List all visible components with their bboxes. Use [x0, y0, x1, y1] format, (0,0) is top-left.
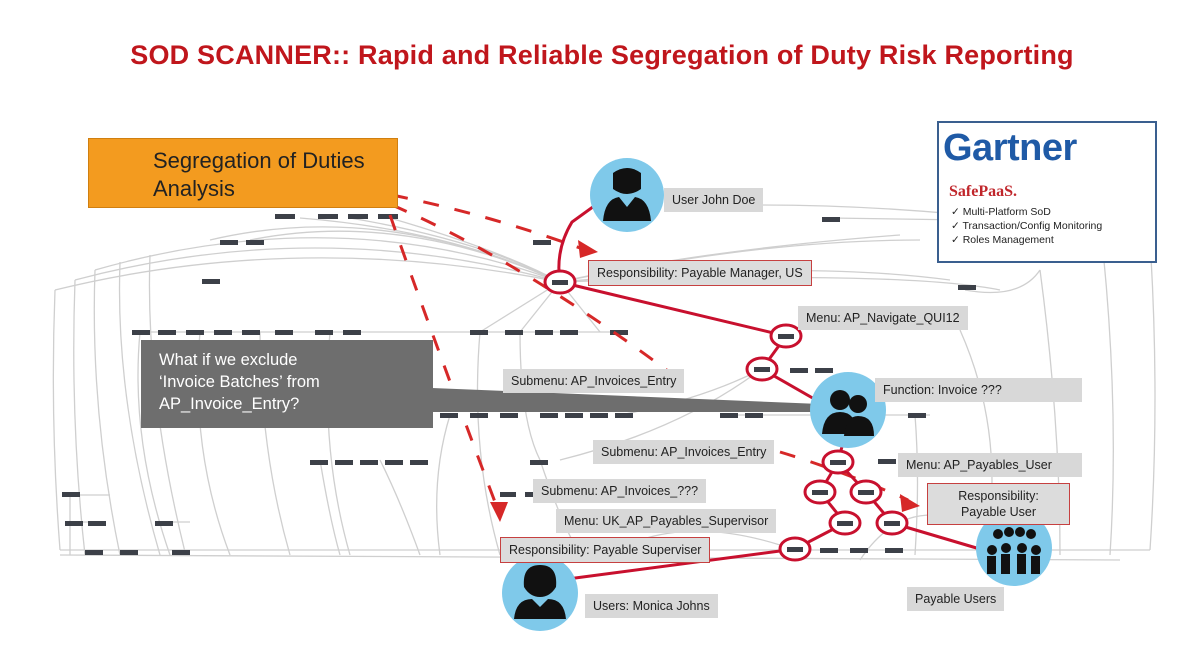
label-submenu-invoices-entry-2: Submenu: AP_Invoices_Entry	[593, 440, 775, 464]
user-female-icon	[502, 555, 578, 631]
label-menu-navigate: Menu: AP_Navigate_QUI12	[798, 306, 968, 330]
label-responsibility-payable-supervisor: Responsibility: Payable Superviser	[500, 537, 711, 563]
users-pair-icon	[810, 372, 886, 448]
what-if-callout: What if we exclude ‘Invoice Batches’ fro…	[141, 340, 433, 428]
gartner-safepaas-panel: Gartner SafePaaS. Multi-Platform SoD Tra…	[937, 121, 1157, 263]
safepaas-logo: SafePaaS.	[949, 183, 1017, 200]
label-menu-payables-user: Menu: AP_Payables_User	[898, 453, 1082, 477]
sod-analysis-box: Segregation of Duties Analysis	[88, 138, 398, 208]
feature-list: Multi-Platform SoD Transaction/Config Mo…	[951, 205, 1103, 247]
callout-pointer	[432, 388, 820, 412]
feature-item: Roles Management	[951, 233, 1102, 247]
feature-item: Transaction/Config Monitoring	[951, 219, 1103, 233]
background-nodes	[62, 214, 976, 555]
label-payable-users: Payable Users	[907, 587, 1005, 611]
label-users-monica-johns: Users: Monica Johns	[585, 594, 718, 618]
feature-item: Multi-Platform SoD	[951, 205, 1102, 219]
label-user-john-doe: User John Doe	[664, 188, 764, 212]
label-function-invoice: Function: Invoice ???	[875, 378, 1082, 402]
label-menu-uk-supervisor: Menu: UK_AP_Payables_Supervisor	[556, 509, 777, 533]
arrow-heads	[490, 240, 920, 522]
page-title: SOD SCANNER:: Rapid and Reliable Segrega…	[130, 40, 1074, 70]
label-responsibility-payable-user: Responsibility: Payable User	[927, 483, 1070, 525]
user-icon	[590, 158, 664, 232]
gartner-logo: Gartner	[943, 127, 1077, 169]
label-submenu-invoices-unknown: Submenu: AP_Invoices_???	[533, 479, 707, 503]
label-submenu-invoices-entry: Submenu: AP_Invoices_Entry	[503, 369, 685, 393]
user-group-icon	[976, 510, 1052, 586]
label-responsibility-payable-manager: Responsibility: Payable Manager, US	[588, 260, 812, 286]
